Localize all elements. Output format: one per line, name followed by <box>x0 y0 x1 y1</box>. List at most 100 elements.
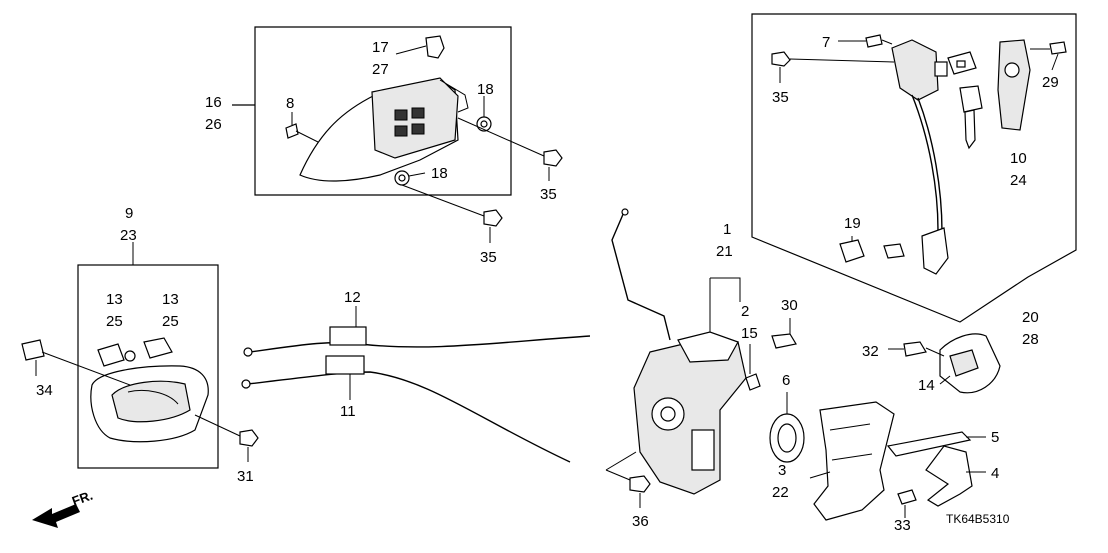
screw-part-33 <box>897 489 917 505</box>
part-label-35-a: 35 <box>540 186 557 203</box>
lower-right-parts-group: 30 6 3 22 5 4 33 14 32 <box>769 297 1001 534</box>
part-label-15: 15 <box>741 325 758 342</box>
door-latch-body <box>633 339 747 495</box>
screw-part-29 <box>1049 41 1067 55</box>
group-box-key-cylinder <box>751 13 1077 323</box>
handle-slot <box>394 109 408 121</box>
part-label-17: 17 <box>372 39 389 56</box>
clip-part-15 <box>745 373 761 391</box>
key-upper-head <box>956 60 966 68</box>
part-label-14: 14 <box>918 377 935 394</box>
part-label-32: 32 <box>862 343 879 360</box>
part-label-25-right: 25 <box>162 313 179 330</box>
clip-part-34 <box>21 339 45 361</box>
cable-sleeve-11 <box>325 355 365 375</box>
part-label-18-upper: 18 <box>477 81 494 98</box>
cylinder-rod <box>911 94 939 260</box>
clip-pin <box>124 350 136 362</box>
part-label-6: 6 <box>782 372 790 389</box>
part-label-20: 20 <box>1022 309 1039 326</box>
part-label-13-left: 13 <box>106 291 123 308</box>
part-label-3: 3 <box>778 462 786 479</box>
seal-part-4 <box>925 445 973 507</box>
part-label-12: 12 <box>344 289 361 306</box>
part-label-26: 26 <box>205 116 222 133</box>
part-label-5: 5 <box>991 429 999 446</box>
cable-sleeve-12 <box>329 326 367 346</box>
front-direction-indicator: FR. <box>32 488 95 528</box>
part-label-34: 34 <box>36 382 53 399</box>
handle-slot <box>411 107 425 119</box>
cables-group: 12 11 <box>241 289 591 463</box>
latch-assembly-group: 1 21 2 15 36 <box>605 208 761 530</box>
part-label-10: 10 <box>1010 150 1027 167</box>
screw-part-30 <box>771 333 797 349</box>
part-label-25-left: 25 <box>106 313 123 330</box>
group-box-inside-handle <box>77 264 219 469</box>
bolt-part-35-b <box>483 209 503 227</box>
inside-handle-group: 9 23 13 25 13 25 34 31 <box>21 205 259 485</box>
handle-slot <box>411 123 425 135</box>
grommet-hole <box>398 174 406 182</box>
part-label-7: 7 <box>822 34 830 51</box>
part-label-28: 28 <box>1022 331 1039 348</box>
cylinder-face <box>934 61 948 77</box>
screw-part-7 <box>865 34 883 48</box>
part-label-33: 33 <box>894 517 911 534</box>
cylinder-rod-inner <box>917 97 943 262</box>
key-cylinder <box>891 39 939 101</box>
screw-part-36 <box>629 475 651 493</box>
part-label-23: 23 <box>120 227 137 244</box>
part-label-8: 8 <box>286 95 294 112</box>
clip-part-13-right <box>143 337 173 359</box>
rod-end-bracket <box>921 227 949 275</box>
part-label-16: 16 <box>205 94 222 111</box>
cable-part-11 <box>247 371 571 463</box>
latch-rod-end <box>621 208 629 216</box>
part-label-24: 24 <box>1010 172 1027 189</box>
part-label-31: 31 <box>237 468 254 485</box>
part-label-21: 21 <box>716 243 733 260</box>
part-label-35-b: 35 <box>480 249 497 266</box>
latch-gear-hub <box>660 406 676 422</box>
latch-housing <box>677 331 739 363</box>
part-label-18-lower: 18 <box>431 165 448 182</box>
clip-part-13-left <box>97 343 125 367</box>
cable-part-12 <box>249 335 591 353</box>
part-label-2: 2 <box>741 303 749 320</box>
clip-part-17 <box>425 35 445 59</box>
grommet-hole <box>480 120 488 128</box>
key-lower-blade <box>964 109 976 150</box>
part-label-27: 27 <box>372 61 389 78</box>
outside-handle-group: 16 26 8 17 27 18 18 35 35 <box>205 26 563 266</box>
front-arrow-icon <box>32 504 80 528</box>
part-label-19: 19 <box>844 215 861 232</box>
part-label-36: 36 <box>632 513 649 530</box>
latch-cover-part-3 <box>813 401 895 521</box>
part-label-22: 22 <box>772 484 789 501</box>
key-lower <box>959 85 983 113</box>
part-label-35-c: 35 <box>772 89 789 106</box>
lever-pivot <box>1004 62 1020 78</box>
group-box-outside-handle <box>232 26 512 196</box>
front-direction-label: FR. <box>70 488 95 509</box>
screw-part-8 <box>285 123 299 139</box>
screw-part-31 <box>239 429 259 447</box>
part-label-13-right: 13 <box>162 291 179 308</box>
striker-loop <box>949 349 979 377</box>
bolt-part-35-c <box>771 51 791 67</box>
latch-actuator <box>691 429 715 471</box>
key-cylinder-group: 7 35 29 10 24 19 20 28 <box>751 13 1077 348</box>
latch-rod <box>611 211 671 341</box>
cable-end-11 <box>241 379 251 389</box>
cylinder-lever-part-10 <box>997 39 1031 131</box>
part-label-9: 9 <box>125 205 133 222</box>
clip-part-19 <box>839 239 865 263</box>
cable-end-12 <box>243 347 253 357</box>
seal-hole <box>777 423 797 453</box>
bolt-part-35-a <box>543 149 563 167</box>
handle-slot <box>394 125 408 137</box>
part-label-30: 30 <box>781 297 798 314</box>
part-label-4: 4 <box>991 465 999 482</box>
